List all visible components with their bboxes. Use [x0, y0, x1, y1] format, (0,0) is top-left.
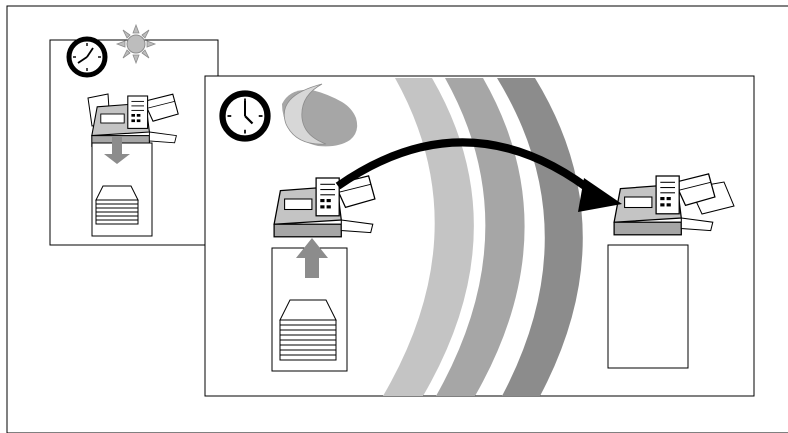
moon-cloud-icon — [282, 83, 358, 147]
receiving-fax-machine-icon — [613, 173, 735, 236]
day-fax-machine-icon — [87, 93, 179, 147]
sun-icon — [115, 23, 157, 65]
night-paper-stack-icon — [279, 299, 337, 361]
arrow-down-icon — [104, 137, 130, 164]
day-paper-stack-icon — [95, 185, 139, 225]
curved-arrow-icon — [335, 138, 622, 212]
transmission-waves — [383, 78, 583, 396]
clock-icon — [69, 39, 105, 75]
outer-frame — [6, 5, 788, 433]
receiving-fax-stand — [607, 244, 689, 369]
nighttime-panel — [204, 75, 755, 397]
night-clock-icon — [223, 94, 268, 139]
arrow-up-icon — [296, 238, 328, 278]
daytime-panel — [49, 23, 219, 246]
